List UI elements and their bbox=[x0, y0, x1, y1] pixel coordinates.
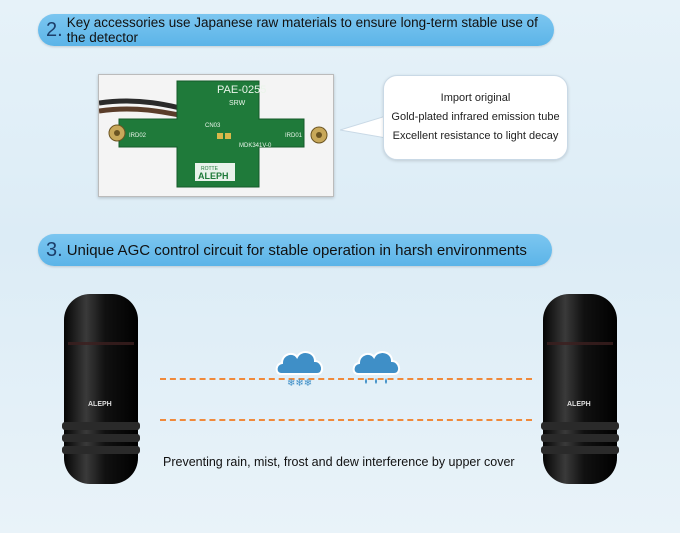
callout-bubble: Import original Gold-plated infrared emi… bbox=[383, 75, 568, 160]
pcb-right-label: IRD01 bbox=[285, 133, 303, 139]
detector-right: ALEPH bbox=[541, 294, 619, 484]
bubble-tail bbox=[340, 115, 386, 139]
pcb-connector: CN03 bbox=[205, 123, 221, 129]
section-3-number: 3. bbox=[46, 238, 63, 261]
callout-line-3: Excellent resistance to light decay bbox=[392, 130, 559, 142]
caption: Preventing rain, mist, frost and dew int… bbox=[163, 455, 515, 469]
cloud-rain-icon bbox=[352, 351, 400, 384]
cloud-snow-icon: ❄❄❄ bbox=[275, 351, 323, 389]
pcb-brand-top: ROTTE bbox=[201, 166, 219, 172]
section-2-number: 2. bbox=[46, 18, 63, 41]
pcb-left-label: IRD02 bbox=[129, 133, 147, 139]
infrared-beam-top bbox=[160, 378, 532, 380]
pcb-photo: ROTTE ALEPH PAE-0255 SRW CN03 IRD02 IRD0… bbox=[98, 74, 334, 197]
section-3-banner: 3. Unique AGC control circuit for stable… bbox=[38, 234, 552, 266]
detector-left-brand: ALEPH bbox=[88, 401, 112, 408]
section-3-title: Unique AGC control circuit for stable op… bbox=[66, 241, 527, 259]
section-2-banner: 2. Key accessories use Japanese raw mate… bbox=[38, 14, 554, 46]
detector-right-brand: ALEPH bbox=[567, 401, 591, 408]
callout-line-2: Gold-plated infrared emission tube bbox=[391, 111, 560, 123]
pcb-part-number: PAE-0255 bbox=[217, 84, 266, 96]
detector-left: ALEPH bbox=[62, 294, 140, 484]
infrared-beam-bottom bbox=[160, 419, 532, 421]
pcb-code: SRW bbox=[229, 100, 246, 107]
svg-text:❄❄❄: ❄❄❄ bbox=[287, 378, 312, 389]
section-2-title: Key accessories use Japanese raw materia… bbox=[66, 15, 538, 45]
callout-line-1: Import original bbox=[440, 92, 511, 104]
pcb-brand: ALEPH bbox=[198, 171, 229, 181]
pcb-model: MDK341V-0 bbox=[239, 143, 272, 149]
